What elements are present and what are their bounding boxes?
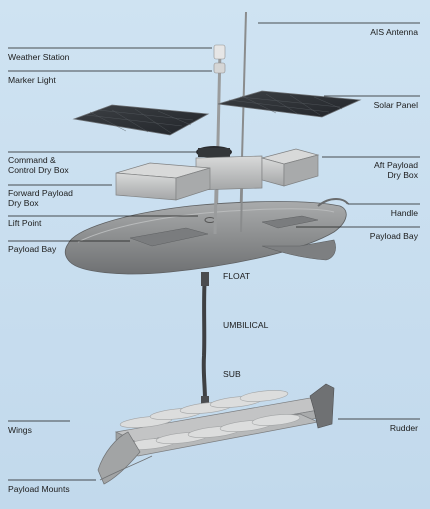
payload-mounts: [97, 431, 141, 485]
solar-panel-left: [72, 104, 210, 136]
marker-light-unit: [213, 62, 226, 74]
handle: [317, 198, 349, 207]
label-aft-payload: Aft Payload Dry Box: [374, 160, 418, 180]
label-float: FLOAT: [223, 271, 251, 281]
weather-station-unit: [213, 44, 226, 60]
label-command-box: Command & Control Dry Box: [8, 155, 69, 175]
label-handle: Handle: [390, 208, 418, 218]
label-solar-panel: Solar Panel: [373, 100, 418, 110]
rudder: [309, 383, 335, 429]
label-sub: SUB: [223, 369, 241, 379]
label-ais-antenna: AIS Antenna: [370, 27, 418, 37]
umbilical-tether: [201, 273, 207, 401]
label-marker-light: Marker Light: [8, 75, 56, 85]
label-payload-bay-right: Payload Bay: [369, 231, 418, 241]
label-payload-mounts: Payload Mounts: [8, 484, 70, 494]
label-wings: Wings: [8, 425, 32, 435]
label-rudder: Rudder: [389, 423, 418, 433]
label-weather-station: Weather Station: [8, 52, 70, 62]
wings: [119, 390, 301, 450]
label-umbilical: UMBILICAL: [223, 320, 269, 330]
label-lift-point: Lift Point: [8, 218, 42, 228]
float-hull: [64, 201, 347, 275]
label-forward-payload: Forward Payload Dry Box: [8, 188, 73, 208]
solar-panel-right: [217, 90, 362, 118]
label-payload-bay-left: Payload Bay: [8, 244, 57, 254]
